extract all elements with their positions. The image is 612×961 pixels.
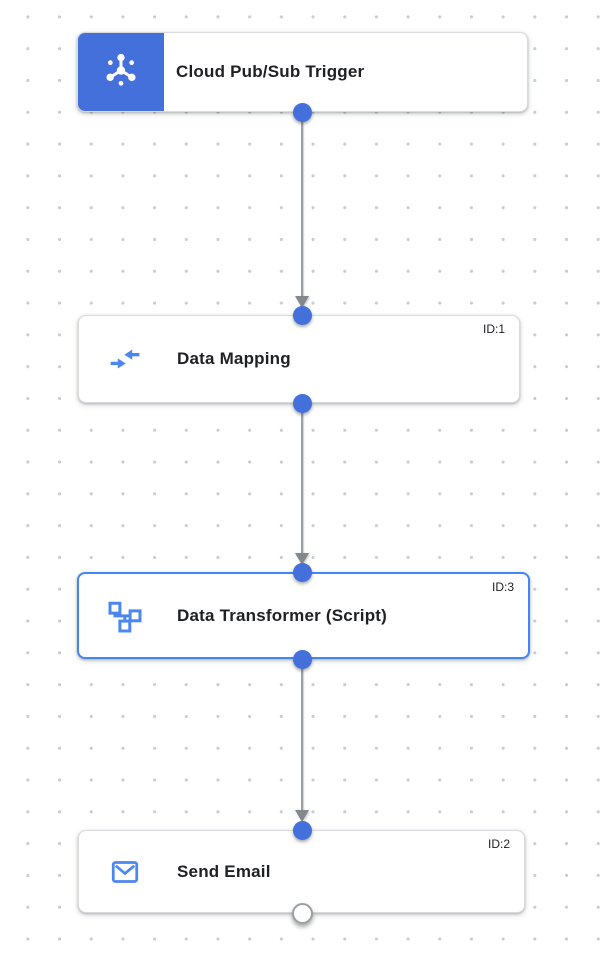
output-port-data-mapping[interactable] bbox=[292, 393, 312, 413]
node-id-badge: ID:1 bbox=[482, 322, 505, 336]
node-cloud-pubsub-trigger[interactable]: Cloud Pub/Sub Trigger bbox=[77, 32, 528, 112]
node-title: Data Mapping bbox=[177, 349, 291, 368]
node-id-badge: ID:2 bbox=[487, 837, 510, 851]
send-email-icon bbox=[103, 857, 147, 887]
input-port-data-mapping[interactable] bbox=[292, 305, 312, 325]
input-port-data-transformer[interactable] bbox=[292, 562, 312, 582]
edge-trigger-to-mapping[interactable] bbox=[300, 112, 304, 298]
node-title: Send Email bbox=[177, 861, 271, 881]
node-data-mapping[interactable]: ID:1 Data Mapping bbox=[78, 315, 520, 403]
edge-mapping-to-transformer[interactable] bbox=[300, 403, 304, 555]
data-mapping-icon bbox=[103, 344, 147, 374]
node-title: Data Transformer (Script) bbox=[177, 605, 387, 625]
node-title: Cloud Pub/Sub Trigger bbox=[176, 62, 365, 81]
arrowhead-icon bbox=[294, 296, 309, 308]
node-data-transformer-script[interactable]: ID:3 Data Transformer (Script) bbox=[77, 572, 530, 659]
output-port-data-transformer[interactable] bbox=[292, 649, 312, 669]
trigger-tile bbox=[78, 33, 164, 111]
input-port-send-email[interactable] bbox=[292, 820, 312, 840]
output-port-trigger[interactable] bbox=[292, 102, 312, 122]
output-port-send-email-open[interactable] bbox=[291, 902, 313, 924]
data-transformer-icon bbox=[103, 598, 147, 634]
arrowhead-icon bbox=[294, 810, 309, 822]
pubsub-trigger-icon bbox=[100, 49, 142, 96]
node-send-email[interactable]: ID:2 Send Email bbox=[78, 830, 525, 913]
node-id-badge: ID:3 bbox=[491, 580, 514, 594]
edge-transformer-to-email[interactable] bbox=[300, 659, 304, 812]
arrowhead-icon bbox=[294, 553, 309, 565]
